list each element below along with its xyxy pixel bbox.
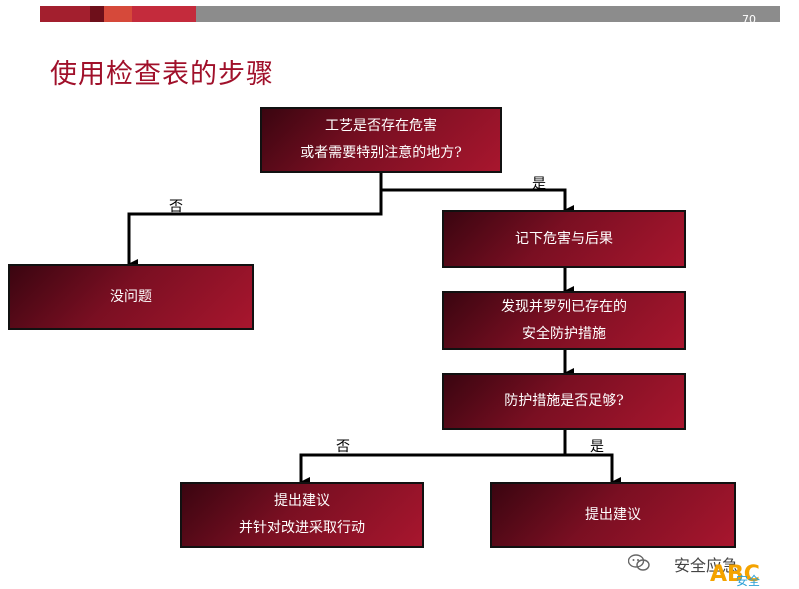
bar-segment [90,6,104,22]
page-number: 70 [742,13,756,26]
bar-segment [132,6,196,22]
node-measures-question: 防护措施是否足够? [442,373,686,430]
watermark-logo: ABC [710,562,760,587]
bar-segment [104,6,132,22]
node-no-problem: 没问题 [8,264,254,330]
edge-q2-no [299,430,567,487]
node-text: 安全防护措施 [522,325,606,342]
node-list-measures: 发现并罗列已存在的 安全防护措施 [442,291,686,350]
node-text: 并针对改进采取行动 [239,520,365,536]
edge-label-no: 否 [336,439,350,455]
wechat-icon [628,554,650,571]
edge-q1-yes [381,188,574,215]
node-text: 工艺是否存在危害 [325,118,437,134]
edge-label-yes: 是 [532,176,546,192]
node-record-hazard: 记下危害与后果 [442,210,686,268]
edge-q1-no [127,172,383,269]
top-bar: 70 [40,6,780,26]
edge-q2-yes [565,453,621,487]
node-text: 发现并罗列已存在的 [501,298,627,315]
node-suggest-and-act: 提出建议 并针对改进采取行动 [180,482,424,548]
bar-segment [40,6,90,22]
node-text: 没问题 [110,288,152,305]
edge-label-yes: 是 [590,439,604,455]
node-text: 防护措施是否足够? [504,393,624,409]
node-suggest: 提出建议 [490,482,736,548]
edge-label-no: 否 [169,199,183,215]
watermark-logo-sub: 安全 [736,574,761,588]
node-text: 或者需要特别注意的地方? [300,145,462,161]
node-text: 提出建议 [585,506,641,523]
node-text: 提出建议 [274,493,330,509]
page-title: 使用检查表的步骤 [50,59,274,90]
watermark-text: 安全应急 [674,556,739,575]
node-hazard-question: 工艺是否存在危害 或者需要特别注意的地方? [260,107,502,173]
node-text: 记下危害与后果 [515,230,613,247]
